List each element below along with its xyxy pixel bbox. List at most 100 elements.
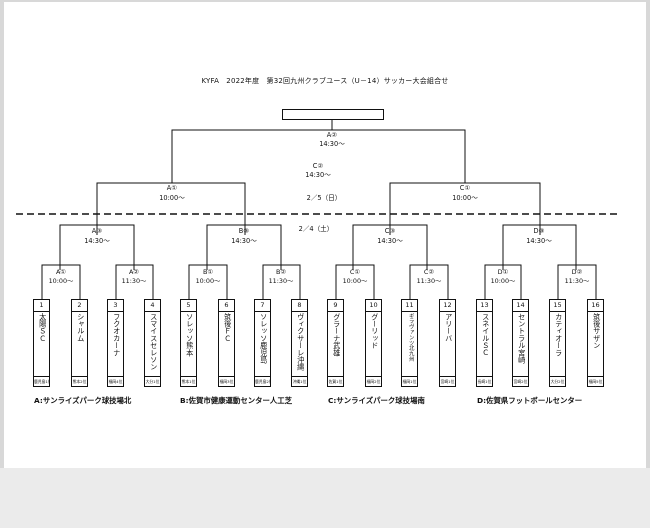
page-title: KYFA 2022年度 第32回九州クラブユース（U－14）サッカー大会組合せ [201, 77, 449, 85]
team-slot-16: 16 筑後サザン 福岡5位 [587, 299, 604, 387]
team-name: ソレッソ熊本 [185, 313, 195, 357]
team-name: セントラル宮崎 [517, 313, 527, 364]
team-number: 6 [219, 300, 234, 312]
team-seed: 鹿児島1位 [34, 376, 49, 386]
venue-b: B:佐賀市健康運動センター人工芝 [180, 396, 293, 405]
team-number: 16 [588, 300, 603, 312]
team-slot-10: 10 グーリッド 福岡2位 [365, 299, 382, 387]
qf-a-label: A③ [91, 227, 103, 235]
r1-b1-label: B① [202, 268, 214, 276]
team-number: 4 [145, 300, 160, 312]
team-number: 8 [292, 300, 307, 312]
team-name: ソレッソ鹿児島 [259, 313, 269, 364]
qf-b-label: B③ [238, 227, 250, 235]
qf-d-label: D③ [533, 227, 545, 235]
semi-1-time: 10:00～ [159, 194, 185, 202]
team-number: 3 [108, 300, 123, 312]
r1-d1-time: 10:00～ [490, 277, 516, 285]
team-slot-9: 9 グラーナ武雄 佐賀1位 [327, 299, 344, 387]
team-seed: 福岡5位 [588, 376, 603, 386]
qf-c-label: C③ [384, 227, 396, 235]
third-place-label: C② [312, 162, 324, 170]
team-seed: 沖縄1位 [292, 376, 307, 386]
qf-d-time: 14:30～ [526, 237, 552, 245]
semi-2-label: C① [459, 184, 471, 192]
team-seed: 宮崎2位 [513, 376, 528, 386]
team-number: 7 [255, 300, 270, 312]
team-name: ギラヴァンツ北九州 [407, 313, 414, 362]
team-number: 12 [440, 300, 455, 312]
team-slot-7: 7 ソレッソ鹿児島 鹿児島2位 [254, 299, 271, 387]
team-slot-6: 6 筑後ＦＣ 福岡3位 [218, 299, 235, 387]
venue-c: C:サンライズパーク球技場南 [328, 396, 425, 405]
team-number: 13 [477, 300, 492, 312]
qf-b-time: 14:30～ [231, 237, 257, 245]
r1-a2-time: 11:30～ [121, 277, 147, 285]
team-seed: 大分1位 [145, 376, 160, 386]
final-label: A② [326, 131, 338, 139]
r1-c1-time: 10:00～ [342, 277, 368, 285]
team-slot-13: 13 スネイルＳＣ 長崎1位 [476, 299, 493, 387]
team-number: 2 [72, 300, 87, 312]
team-seed: 福岡2位 [366, 376, 381, 386]
team-number: 14 [513, 300, 528, 312]
team-seed: 宮崎1位 [440, 376, 455, 386]
team-seed: 福岡3位 [219, 376, 234, 386]
team-seed: 熊本1位 [181, 376, 196, 386]
team-name: スマイスセレソン [149, 313, 159, 371]
third-place-time: 14:30～ [305, 171, 331, 179]
team-name: フクオカーナ [112, 313, 122, 357]
r1-b1-time: 10:00～ [195, 277, 221, 285]
team-slot-11: 11 ギラヴァンツ北九州 福岡1位 [401, 299, 418, 387]
r1-d1-label: D① [497, 268, 509, 276]
r1-c2-time: 11:30～ [416, 277, 442, 285]
team-slot-15: 15 カティオーラ 大分2位 [549, 299, 566, 387]
final-time: 14:30～ [319, 140, 345, 148]
day1-date: 2／4（土） [298, 225, 334, 233]
team-number: 9 [328, 300, 343, 312]
r1-a2-label: A② [128, 268, 140, 276]
team-seed: 大分2位 [550, 376, 565, 386]
team-name: 太陽ＳＣ [38, 313, 48, 342]
team-slot-14: 14 セントラル宮崎 宮崎2位 [512, 299, 529, 387]
team-seed: 福岡4位 [108, 376, 123, 386]
team-number: 11 [402, 300, 417, 312]
r1-a1-time: 10:00～ [48, 277, 74, 285]
r1-d2-time: 11:30～ [564, 277, 590, 285]
team-name: カティオーラ [554, 313, 564, 357]
qf-a-time: 14:30～ [84, 237, 110, 245]
team-name: ヴィクサーレ沖縄 [296, 313, 306, 371]
day2-date: 2／5（日） [306, 194, 342, 202]
venue-a: A:サンライズパーク球技場北 [34, 396, 132, 405]
team-slot-12: 12 アリーバ 宮崎1位 [439, 299, 456, 387]
qf-c-time: 14:30～ [377, 237, 403, 245]
team-seed: 福岡1位 [402, 376, 417, 386]
team-slot-4: 4 スマイスセレソン 大分1位 [144, 299, 161, 387]
team-number: 10 [366, 300, 381, 312]
team-slot-1: 1 太陽ＳＣ 鹿児島1位 [33, 299, 50, 387]
team-name: グラーナ武雄 [332, 313, 342, 357]
r1-b2-time: 11:30～ [268, 277, 294, 285]
venue-d: D:佐賀県フットボールセンター [477, 396, 583, 405]
champion-box [282, 109, 384, 120]
background-band [0, 468, 650, 528]
team-number: 5 [181, 300, 196, 312]
team-seed: 佐賀1位 [328, 376, 343, 386]
r1-d2-label: D② [571, 268, 583, 276]
team-seed: 熊本2位 [72, 376, 87, 386]
semi-2-time: 10:00～ [452, 194, 478, 202]
paper [4, 2, 646, 468]
team-name: アリーバ [444, 313, 454, 342]
team-number: 1 [34, 300, 49, 312]
team-slot-2: 2 シャルム 熊本2位 [71, 299, 88, 387]
r1-b2-label: B② [275, 268, 287, 276]
team-name: 筑後ＦＣ [223, 313, 233, 342]
r1-c1-label: C① [349, 268, 361, 276]
team-seed: 長崎1位 [477, 376, 492, 386]
r1-a1-label: A① [55, 268, 67, 276]
r1-c2-label: C② [423, 268, 435, 276]
team-seed: 鹿児島2位 [255, 376, 270, 386]
team-slot-8: 8 ヴィクサーレ沖縄 沖縄1位 [291, 299, 308, 387]
